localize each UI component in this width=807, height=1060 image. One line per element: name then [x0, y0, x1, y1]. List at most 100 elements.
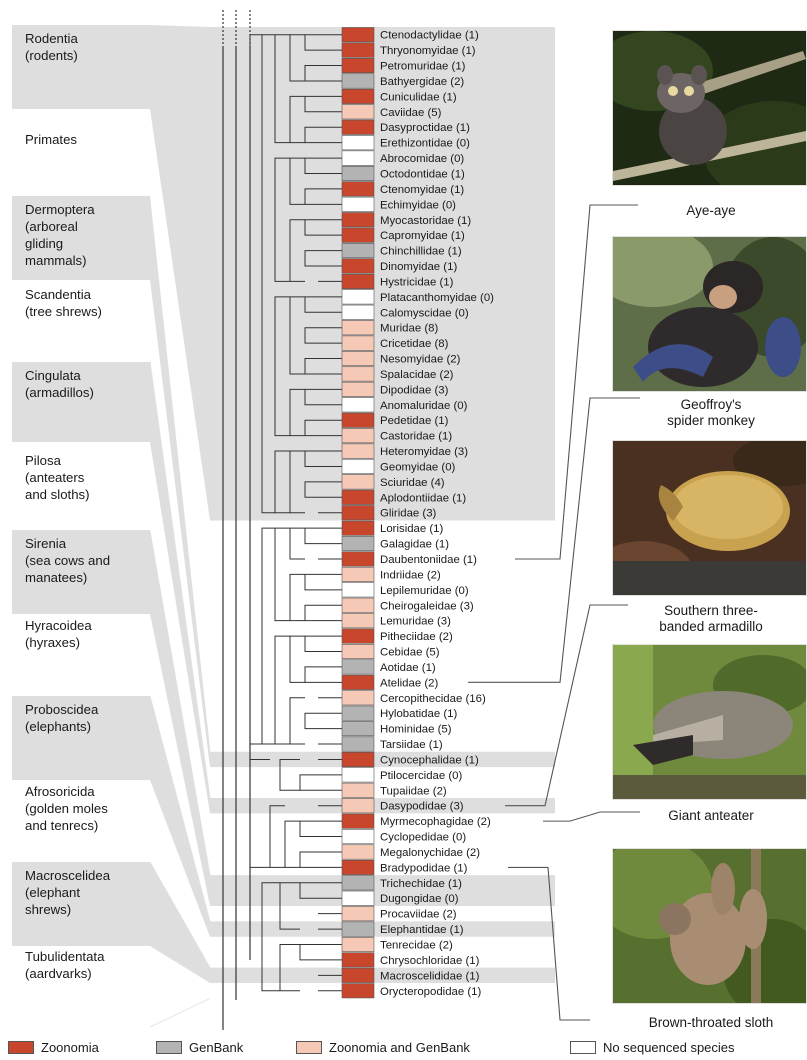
family-label: Castoridae (1): [380, 431, 452, 443]
family-box-zoonomia: [342, 629, 374, 643]
family-label: Aotidae (1): [380, 662, 436, 674]
family-box-both: [342, 783, 374, 797]
family-label: Caviidae (5): [380, 107, 442, 119]
family-label: Orycteropodidae (1): [380, 986, 482, 998]
family-box-none: [342, 398, 374, 412]
family-box-genbank: [342, 243, 374, 257]
family-box-both: [342, 444, 374, 458]
family-label: Myocastoridae (1): [380, 215, 471, 227]
family-box-both: [342, 906, 374, 920]
family-box-zoonomia: [342, 28, 374, 42]
family-box-zoonomia: [342, 89, 374, 103]
tree-clade: [300, 775, 318, 790]
family-box-none: [342, 135, 374, 149]
photo-caption-anteater: Giant anteater: [611, 808, 807, 824]
family-box-zoonomia: [342, 213, 374, 227]
photo-caption-sloth: Brown-throated sloth: [611, 1015, 807, 1031]
family-label: Heteromyidae (3): [380, 446, 468, 458]
family-label: Hystricidae (1): [380, 276, 454, 288]
legend-label: Zoonomia: [41, 1040, 99, 1055]
family-box-both: [342, 845, 374, 859]
family-label: Spalacidae (2): [380, 369, 454, 381]
family-box-zoonomia: [342, 552, 374, 566]
legend-swatch: [8, 1041, 34, 1054]
family-label: Erethizontidae (0): [380, 138, 470, 150]
family-label: Cynocephalidae (1): [380, 754, 479, 766]
family-box-both: [342, 320, 374, 334]
order-label: (golden moles: [25, 801, 108, 816]
tree-clade: [300, 852, 318, 867]
caption-line: Southern three-: [611, 603, 807, 619]
family-label: Cuniculidae (1): [380, 91, 457, 103]
order-label: Afrosoricida: [25, 784, 95, 799]
family-label: Gliridae (3): [380, 508, 437, 520]
family-box-genbank: [342, 737, 374, 751]
family-box-zoonomia: [342, 506, 374, 520]
order-label: (tree shrews): [25, 304, 102, 319]
tree-clade: [305, 574, 318, 589]
family-label: Ptilocercidae (0): [380, 770, 463, 782]
tree-clade-xenarthra: [270, 806, 285, 868]
order-label: Cingulata: [25, 368, 81, 383]
family-label: Procaviidae (2): [380, 909, 457, 921]
tree-clade: [290, 574, 305, 620]
tree-clade: [305, 713, 318, 728]
family-label: Dugongidae (0): [380, 893, 459, 905]
family-label: Bathyergidae (2): [380, 76, 464, 88]
tree-clade: [285, 821, 300, 867]
family-label: Hominidae (5): [380, 724, 452, 736]
photo-caption-spider-monkey: Geoffroy's spider monkey: [611, 397, 807, 429]
family-label: Abrocomidae (0): [380, 153, 464, 165]
caption-line: banded armadillo: [611, 619, 807, 635]
family-label: Chinchillidae (1): [380, 246, 462, 258]
family-label: Cheirogaleidae (3): [380, 600, 474, 612]
family-box-both: [342, 475, 374, 489]
order-label: Primates: [25, 132, 77, 147]
family-label: Bradypodidae (1): [380, 862, 468, 874]
family-label: Octodontidae (1): [380, 168, 465, 180]
family-label: Geomyidae (0): [380, 461, 456, 473]
family-box-zoonomia: [342, 860, 374, 874]
legend-item-zoonomia: Zoonomia: [8, 1040, 99, 1055]
family-label: Cercopithecidae (16): [380, 693, 486, 705]
family-label: Hylobatidae (1): [380, 708, 457, 720]
family-label: Sciuridae (4): [380, 477, 445, 489]
family-box-zoonomia: [342, 814, 374, 828]
legend-item-none: No sequenced species: [570, 1040, 735, 1055]
order-label: (anteaters: [25, 470, 85, 485]
family-label: Indriidae (2): [380, 569, 441, 581]
tree-clade: [290, 636, 305, 682]
order-label: and tenrecs): [25, 818, 98, 833]
family-box-genbank: [342, 536, 374, 550]
family-box-genbank: [342, 660, 374, 674]
family-box-zoonomia: [342, 182, 374, 196]
tree-clade: [290, 528, 305, 559]
caption-line: Geoffroy's: [611, 397, 807, 413]
family-label: Aplodontiidae (1): [380, 492, 466, 504]
family-label: Daubentoniidae (1): [380, 554, 477, 566]
tree-clade: [275, 636, 290, 744]
family-box-both: [342, 799, 374, 813]
family-box-both: [342, 937, 374, 951]
legend-item-both: Zoonomia and GenBank: [296, 1040, 470, 1055]
family-box-zoonomia: [342, 413, 374, 427]
order-label: (rodents): [25, 48, 78, 63]
family-label: Thryonomyidae (1): [380, 45, 476, 57]
legend-swatch: [156, 1041, 182, 1054]
family-box-both: [342, 105, 374, 119]
legend-swatch: [296, 1041, 322, 1054]
family-box-both: [342, 691, 374, 705]
family-box-zoonomia: [342, 521, 374, 535]
order-label: Macroscelidea: [25, 868, 111, 883]
legend-label: No sequenced species: [603, 1040, 735, 1055]
family-box-none: [342, 829, 374, 843]
family-box-zoonomia: [342, 43, 374, 57]
family-box-none: [342, 459, 374, 473]
order-label: shrews): [25, 902, 71, 917]
family-box-both: [342, 598, 374, 612]
family-box-none: [342, 305, 374, 319]
family-box-genbank: [342, 74, 374, 88]
family-label: Dipodidae (3): [380, 384, 449, 396]
family-box-zoonomia: [342, 953, 374, 967]
legend-swatch: [570, 1041, 596, 1054]
